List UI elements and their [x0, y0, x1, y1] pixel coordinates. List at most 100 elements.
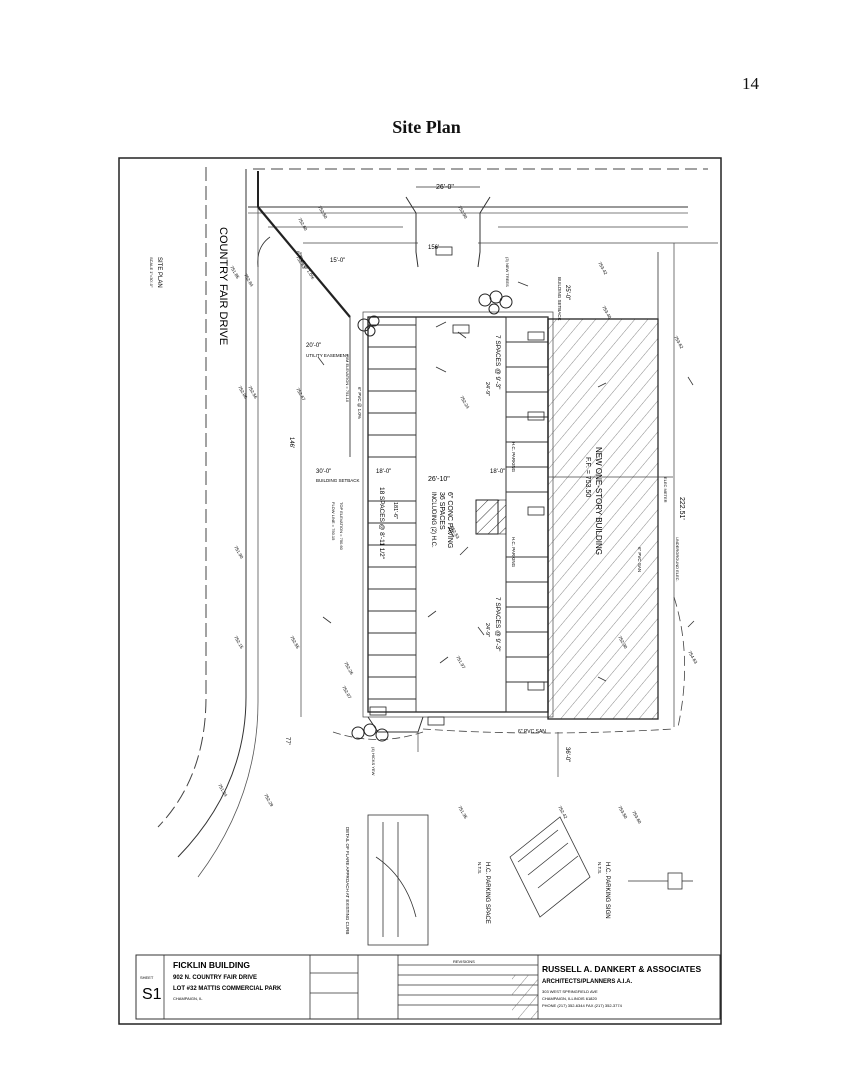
spot-elevation: 753.42: [597, 261, 608, 276]
spot-elevation: 752.29: [263, 793, 274, 808]
dim-bay-18: 18'-0": [490, 469, 505, 475]
street-centerline: [157, 167, 207, 828]
right-stalls: [506, 341, 548, 683]
sheet-number: S1: [142, 986, 162, 1003]
sheet-label: SHEET: [140, 975, 154, 980]
site-plan-label: SITE PLAN: [156, 257, 162, 288]
page-number: 14: [742, 74, 759, 93]
building-setback-left: BUILDING SETBACK: [316, 478, 360, 483]
storm-line: [257, 206, 351, 318]
hc-space-detail-drawing: [509, 816, 591, 918]
hicks-yew: (4) HICKS YEW: [371, 747, 376, 776]
spot-elevation: 751.24: [217, 783, 228, 798]
project-name: FICKLIN BUILDING: [173, 960, 250, 970]
spot-elevation: 752.07: [341, 685, 352, 700]
project-lot: LOT #32 MATTIS COMMERCIAL PARK: [173, 986, 282, 992]
spot-elevations: 752.60 752.63 752.84 752.56 752.67 752.55 752.…: [217, 205, 698, 825]
spot-elevation: 751.35: [457, 805, 468, 820]
hc-parking-space-label: H.C. PARKING SPACE: [484, 862, 490, 924]
spot-elevation: 752.50: [317, 205, 328, 220]
dim-top-drive: 26'-0": [436, 184, 454, 191]
spot-elevation: 752.06: [237, 385, 248, 400]
spot-elevation: 752.56: [247, 385, 258, 400]
paving-count: 36 SPACES: [438, 492, 445, 530]
flare-detail-label: DETAIL OF FLARE APPROACH AT EXISTING CUR…: [345, 827, 350, 934]
nts-space: N.T.S.: [477, 862, 482, 874]
dim-utility: 20'-0": [306, 343, 321, 349]
title-block-frame: [135, 954, 721, 1020]
elec-meter: ELEC METER: [663, 477, 668, 503]
utility-easement: UTILITY EASEMENT: [306, 353, 349, 358]
hc-parking-bottom: H.C. PARKING: [511, 537, 516, 568]
building-footprint: [547, 318, 659, 720]
spot-elevation: 752.30: [617, 635, 628, 650]
dim-setback-30: 30'-0": [316, 469, 331, 475]
dim-drive-18: 18'-0": [376, 469, 391, 475]
spot-elevation: 752.63: [295, 255, 306, 270]
dim-146: 146': [288, 437, 294, 448]
spot-elevation: 753.60: [631, 810, 642, 825]
dim-aisle: 26'-10": [428, 476, 450, 483]
spaces-bottom: 7 SPACES @ 9'-3": [494, 597, 501, 652]
spot-elevation: 752.90: [457, 205, 468, 220]
spot-elevation: 752.42: [557, 805, 568, 820]
pvc-mid: 6" PVC @ 1.0%: [357, 387, 362, 419]
spot-elevation: 753.50: [617, 805, 628, 820]
spot-elevation: 751.90: [233, 545, 244, 560]
dim-frontage: 156': [428, 245, 439, 251]
spot-elevation: 752.60: [297, 217, 308, 232]
dim-36: 36'-0": [564, 747, 570, 762]
hc-sign-detail-drawing: [628, 872, 693, 890]
building-ff: F.F. = 753.50: [584, 457, 591, 497]
paving-hc: INCLUDING (2) H.C.: [430, 492, 436, 548]
hc-parking-top: H.C. PARKING: [511, 442, 516, 473]
flow-line: FLOW LINE = 750.15: [331, 502, 336, 541]
hc-access-aisle: [475, 499, 499, 535]
page-title: Site Plan: [392, 117, 461, 137]
spaces-top: 7 SPACES @ 9'-3": [494, 335, 501, 390]
spot-elevation: 751.97: [455, 655, 466, 670]
paving-label: 6" CONC PAVING: [446, 492, 453, 548]
dim-222: 222.51': [678, 497, 685, 520]
site-plan-scale: SCALE 1"=30'-0": [149, 257, 154, 288]
project-address: 902 N. COUNTRY FAIR DRIVE: [173, 975, 257, 981]
spot-elevation: 751.85: [229, 265, 240, 280]
firm-city: CHAMPAIGN, ILLINOIS 61820: [542, 996, 598, 1001]
flare-detail-drawing: [367, 814, 429, 946]
firm-address: 303 WEST SPRINGFIELD AVE: [542, 989, 598, 994]
firm-phone: PHONE (217) 352-6344 FAX (217) 352-3774: [542, 1003, 623, 1008]
hc-parking-sign-label: H.C. PARKING SIGN: [604, 862, 610, 919]
firm-name: RUSSELL A. DANKERT & ASSOCIATES: [542, 964, 701, 974]
nts-sign: N.T.S.: [597, 862, 602, 874]
new-trees: (3) NEW TREES: [505, 257, 510, 287]
spaces-mid: 18 SPACES @ 8'-11 1/2": [378, 487, 385, 560]
building-setback-right: BUILDING SETBACK: [557, 277, 562, 321]
spot-elevation: 752.15: [233, 635, 244, 650]
dim-77: 77': [284, 737, 290, 745]
dim-15: 15'-0": [330, 258, 345, 264]
project-city: CHAMPAIGN, IL: [173, 996, 203, 1001]
spot-elevation: 752.53: [449, 525, 460, 540]
pvc-san-bottom: 6" PVC SAN: [518, 729, 546, 735]
underground-elec: UNDERGROUND ELEC.: [675, 537, 680, 582]
left-stalls: [368, 317, 417, 712]
trees: [351, 290, 513, 742]
spot-elevation: 752.24: [459, 395, 470, 410]
dim-25: 25'-0": [564, 285, 570, 300]
spaces-bottom-depth: 24'-9": [484, 623, 490, 637]
spot-elevation: 752.84: [243, 273, 254, 288]
building-name: NEW ONE-STORY BUILDING: [594, 447, 603, 555]
spot-elevation: 754.63: [687, 650, 698, 665]
pvc-san: 6" PVC SAN: [637, 547, 642, 572]
spaces-top-depth: 24'-9": [484, 382, 490, 396]
rim-elevation: RIM ELEVATION = 751.10: [345, 355, 350, 403]
revisions-label: REVISIONS: [453, 959, 475, 964]
firm-sub: ARCHITECTS/PLANNERS A.I.A.: [542, 979, 632, 985]
spot-elevation: 752.67: [295, 387, 306, 402]
spot-elevation: 752.26: [343, 661, 354, 676]
top-elevation: TOP ELEVATION = 750.60: [339, 502, 344, 551]
spot-elevation: 753.40: [601, 305, 612, 320]
site-plan-drawing: COUNTRY FAIR DRIVE SITE PLAN SCALE 1"=30…: [118, 157, 722, 1025]
spot-elevation: 753.62: [673, 335, 684, 350]
spot-elevation: 752.55: [289, 635, 300, 650]
